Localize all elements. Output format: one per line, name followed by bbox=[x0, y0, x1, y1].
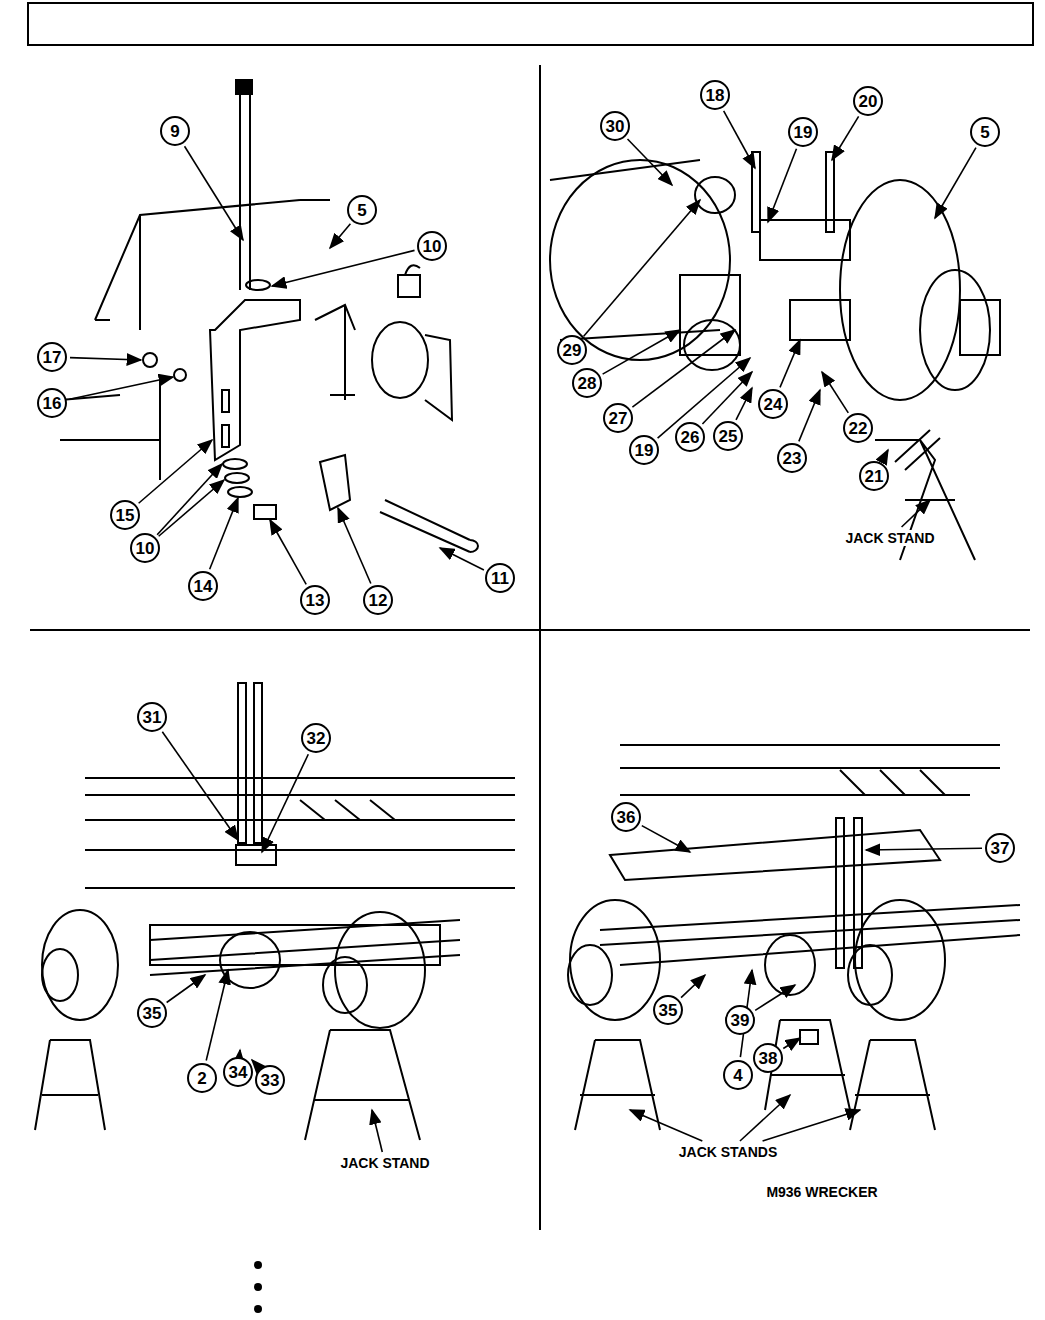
leader-line bbox=[206, 970, 228, 1061]
callout-number: 22 bbox=[843, 413, 873, 443]
callout-number: 10 bbox=[130, 533, 160, 563]
callout-number: 32 bbox=[301, 723, 331, 753]
callout-number: 37 bbox=[985, 833, 1015, 863]
callout-number: 34 bbox=[223, 1057, 253, 1087]
leader-line bbox=[167, 975, 205, 1003]
leader-line bbox=[681, 975, 705, 998]
leader-line bbox=[162, 732, 238, 840]
callout-number: 13 bbox=[300, 585, 330, 615]
divider bbox=[30, 629, 1030, 631]
leader-line bbox=[783, 1038, 800, 1048]
leader-line bbox=[628, 139, 672, 185]
callout-number: 9 bbox=[160, 116, 190, 146]
callout-number: 39 bbox=[725, 1005, 755, 1035]
leader-line bbox=[780, 340, 800, 387]
leader-line bbox=[822, 372, 848, 413]
callout-number: 35 bbox=[653, 995, 683, 1025]
callout-number: 21 bbox=[859, 461, 889, 491]
leader-line bbox=[330, 224, 350, 248]
leader-line bbox=[584, 200, 700, 336]
axle-brake-assembly bbox=[550, 152, 1000, 560]
callout-number: 23 bbox=[777, 443, 807, 473]
callout-number: 2 bbox=[187, 1063, 217, 1093]
bracket-assembly bbox=[60, 80, 478, 552]
callout-number: 16 bbox=[37, 388, 67, 418]
rear-axle-assembly bbox=[35, 683, 515, 1140]
leader-line bbox=[736, 388, 752, 420]
leader-line bbox=[768, 149, 796, 222]
leader-line bbox=[902, 500, 930, 527]
leader-line bbox=[755, 985, 795, 1010]
callout-number: 5 bbox=[347, 195, 377, 225]
callout-number: 12 bbox=[363, 585, 393, 615]
leader-line bbox=[763, 1110, 860, 1141]
divider bbox=[539, 65, 541, 1230]
leader-line bbox=[157, 464, 222, 535]
caption-label: M936 WRECKER bbox=[764, 1184, 879, 1200]
callout-number: 26 bbox=[675, 422, 705, 452]
callout-number: 36 bbox=[611, 802, 641, 832]
leader-line bbox=[270, 520, 306, 584]
leader-line bbox=[338, 508, 371, 583]
caption-label: JACK STAND bbox=[338, 1155, 431, 1171]
leader-line bbox=[372, 1110, 382, 1152]
leader-line bbox=[185, 146, 243, 240]
callout-number: 31 bbox=[137, 702, 167, 732]
callout-number: 19 bbox=[629, 435, 659, 465]
leader-line bbox=[935, 148, 976, 218]
leader-line bbox=[642, 826, 690, 852]
callout-number: 10 bbox=[417, 231, 447, 261]
callout-number: 20 bbox=[853, 86, 883, 116]
callout-number: 4 bbox=[723, 1060, 753, 1090]
callout-number: 35 bbox=[137, 998, 167, 1028]
callout-number: 14 bbox=[188, 571, 218, 601]
leader-line bbox=[70, 377, 173, 399]
leader-line bbox=[799, 390, 820, 441]
wrecker-axle-assembly bbox=[568, 745, 1020, 1130]
bullet bbox=[254, 1261, 262, 1313]
leader-line bbox=[632, 330, 735, 407]
callout-number: 11 bbox=[485, 563, 515, 593]
callout-number: 15 bbox=[110, 500, 140, 530]
leader-line bbox=[866, 848, 982, 850]
callout-number: 38 bbox=[753, 1043, 783, 1073]
leader-line bbox=[210, 498, 238, 569]
callout-number: 24 bbox=[758, 389, 788, 419]
header-box bbox=[28, 3, 1033, 45]
callout-number: 28 bbox=[572, 368, 602, 398]
leader-line bbox=[702, 372, 752, 424]
caption-label: JACK STANDS bbox=[677, 1144, 780, 1160]
leader-line bbox=[262, 754, 308, 852]
leader-line bbox=[832, 116, 859, 160]
callout-number: 33 bbox=[255, 1065, 285, 1095]
callout-number: 19 bbox=[788, 117, 818, 147]
leader-line bbox=[272, 250, 415, 286]
leader-line bbox=[70, 358, 141, 360]
leader-line bbox=[630, 1110, 702, 1141]
leader-line bbox=[724, 111, 755, 168]
callout-number: 27 bbox=[603, 403, 633, 433]
callout-number: 17 bbox=[37, 342, 67, 372]
leader-line bbox=[603, 330, 680, 374]
leader-line bbox=[139, 440, 212, 503]
callout-number: 5 bbox=[970, 117, 1000, 147]
callout-number: 18 bbox=[700, 80, 730, 110]
leader-line bbox=[252, 1060, 258, 1067]
callout-number: 25 bbox=[713, 421, 743, 451]
caption-label: JACK STAND bbox=[843, 530, 936, 546]
callout-number: 30 bbox=[600, 111, 630, 141]
leader-line bbox=[159, 480, 224, 536]
leader-line bbox=[239, 1050, 241, 1054]
leader-line bbox=[440, 548, 484, 570]
leader-line bbox=[883, 450, 888, 460]
callout-number: 29 bbox=[557, 335, 587, 365]
